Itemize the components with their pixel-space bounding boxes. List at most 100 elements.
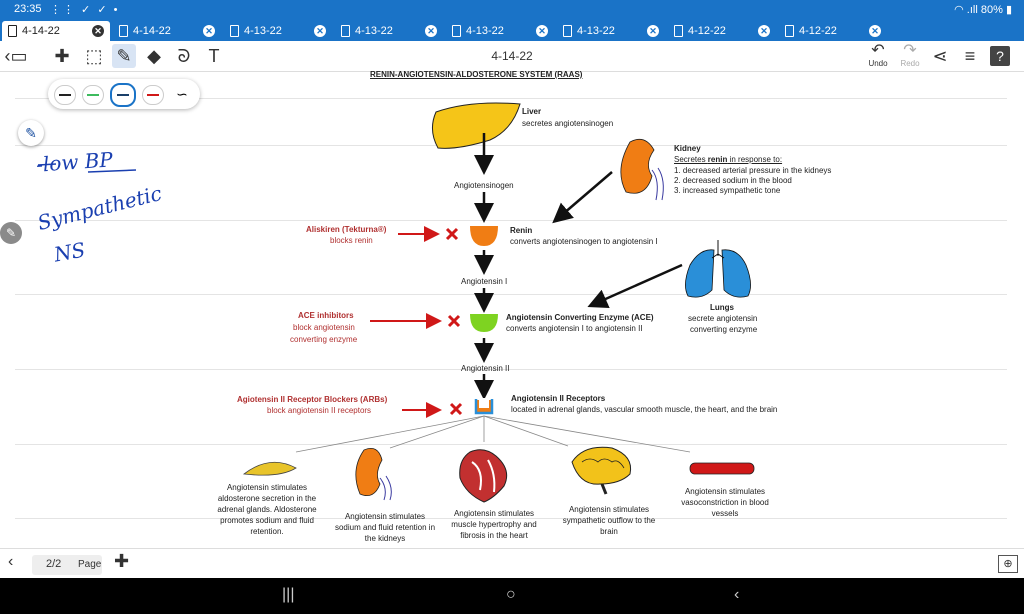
ace-inhibitors-line2: converting enzyme <box>290 335 358 344</box>
chevron-left-icon[interactable]: ‹ <box>8 553 14 570</box>
angiotensinogen-label: Angiotensinogen <box>454 181 514 190</box>
tab[interactable]: 4-14-22✕ <box>2 21 110 41</box>
effect-heart: Angiotensin stimulates muscle hypertroph… <box>451 509 537 540</box>
ruled-line <box>15 220 1007 221</box>
zoom-fit-icon[interactable]: ⊕ <box>998 555 1018 573</box>
redo-button[interactable]: ↷Redo <box>896 42 924 69</box>
aliskiren-title: Aliskiren (Tekturna®) <box>306 225 387 234</box>
ruled-line <box>15 145 1007 146</box>
close-icon[interactable]: ✕ <box>869 25 881 37</box>
handwriting-strokes <box>37 163 137 173</box>
back-icon[interactable]: ‹ <box>734 586 740 603</box>
brain-shape <box>571 446 632 485</box>
text-tool-icon[interactable]: T <box>208 46 220 66</box>
note-canvas[interactable] <box>0 72 1024 547</box>
renin-title: Renin <box>510 226 533 235</box>
effect-brain: Angiotensin stimulates sympathetic outfl… <box>562 505 656 536</box>
renin-text: converts angiotensinogen to angiotensin … <box>510 237 658 246</box>
liver-shape <box>432 102 521 149</box>
liver-title: Liver <box>522 107 542 116</box>
pen-swatch-red[interactable] <box>142 85 164 105</box>
ureter-lines <box>651 167 664 201</box>
recent-apps-icon[interactable]: ||| <box>282 586 295 603</box>
help-icon[interactable]: ? <box>990 46 1010 66</box>
toolbar: ‹▭ ✚ ⬚ ✎ ◆ ᘐ T 4-14-22 ↶Undo ↷Redo ⋖ ≡ ? <box>0 41 1024 72</box>
system-nav-bar: ||| ○ ‹ <box>0 578 1024 614</box>
wifi-signal-icon: ◠ .ıll <box>954 4 981 16</box>
notebook-icon <box>341 25 350 37</box>
notebook-icon <box>119 25 128 37</box>
notification-icons: ⋮⋮ ✓ ✓ • <box>50 4 120 16</box>
effect-adrenal: Angiotensin stimulates aldosterone secre… <box>217 483 317 536</box>
arrow <box>587 263 683 309</box>
tab[interactable]: 4-12-22✕ <box>668 21 776 41</box>
close-icon[interactable]: ✕ <box>536 25 548 37</box>
undo-icon: ↶ <box>871 42 885 59</box>
close-icon[interactable]: ✕ <box>425 25 437 37</box>
clock: 23:35 <box>14 3 42 15</box>
kidney-line4: 3. increased sympathetic tone <box>674 186 781 195</box>
tab[interactable]: 4-13-22✕ <box>557 21 665 41</box>
notebook-icon <box>230 25 239 37</box>
kidney-line1: Secretes renin in response to: <box>674 155 783 164</box>
notebook-icon <box>674 25 683 37</box>
ace-inhibitors-line1: block angiotensin <box>293 323 355 332</box>
kidney2-shape <box>355 447 383 497</box>
tab-bar: 4-14-22✕ 4-14-22✕ 4-13-22✕ 4-13-22✕ 4-13… <box>0 19 1024 41</box>
lungs-line2: converting enzyme <box>690 325 758 334</box>
arb-title: Agiotensin II Receptor Blockers (ARBs) <box>237 395 388 404</box>
ace-inhibitors-title: ACE inhibitors <box>298 311 354 320</box>
receptors-text: located in adrenal glands, vascular smoo… <box>511 405 778 414</box>
lungs-title: Lungs <box>710 303 734 312</box>
undo-button[interactable]: ↶Undo <box>864 42 892 69</box>
tab[interactable]: 4-13-22✕ <box>446 21 554 41</box>
page-navigation-bar: ‹ 2/2 Page ✚ ⊕ <box>0 548 1024 579</box>
tab[interactable]: 4-13-22✕ <box>224 21 332 41</box>
close-icon[interactable]: ✕ <box>647 25 659 37</box>
pen-settings-icon[interactable]: ✎ <box>18 120 44 146</box>
ruled-line <box>15 98 1007 99</box>
tab[interactable]: 4-14-22✕ <box>113 21 221 41</box>
menu-icon[interactable]: ≡ <box>964 46 976 66</box>
page-title: 4-14-22 <box>491 49 533 63</box>
eraser-icon[interactable]: ◆ <box>147 46 161 66</box>
pen-swatch-green[interactable] <box>82 85 104 105</box>
close-icon[interactable]: ✕ <box>314 25 326 37</box>
close-icon[interactable]: ✕ <box>92 25 104 37</box>
back-library-icon[interactable]: ‹▭ <box>4 46 28 66</box>
tab[interactable]: 4-13-22✕ <box>335 21 443 41</box>
effect-vessel: Angiotensin stimulates vasoconstriction … <box>681 487 769 518</box>
page-selector[interactable]: 2/2 Page <box>32 555 102 575</box>
receptors-title: Angiotensin II Receptors <box>511 394 606 403</box>
pen-icon[interactable]: ✎ <box>112 44 136 68</box>
side-pen-icon[interactable]: ✎ <box>0 222 22 244</box>
pen-swatch-darkblue[interactable] <box>110 83 136 107</box>
kidney-line2: 1. decreased arterial pressure in the ki… <box>674 166 832 175</box>
ace-shape <box>470 314 498 332</box>
home-icon[interactable]: ○ <box>506 586 516 603</box>
notebook-icon <box>8 25 17 37</box>
close-icon[interactable]: ✕ <box>758 25 770 37</box>
notebook-icon <box>785 25 794 37</box>
tab[interactable]: 4-12-22✕ <box>779 21 887 41</box>
add-icon[interactable]: ✚ <box>54 46 70 66</box>
aliskiren-text: blocks renin <box>330 236 373 245</box>
lasso-icon[interactable]: ᘐ <box>177 46 191 66</box>
status-bar: 23:35 ⋮⋮ ✓ ✓ • ◠ .ıll 80% ▮ <box>0 0 1024 19</box>
add-page-icon[interactable]: ✚ <box>114 551 130 571</box>
block-x-icons <box>445 227 463 416</box>
adrenal-shape <box>242 461 297 476</box>
ruled-line <box>15 518 1007 519</box>
ruled-line <box>15 294 1007 295</box>
share-icon[interactable]: ⋖ <box>932 46 948 66</box>
squiggle-icon[interactable]: ∽ <box>176 86 188 102</box>
close-icon[interactable]: ✕ <box>203 25 215 37</box>
lasso-select-icon[interactable]: ⬚ <box>85 46 103 66</box>
kidney-shape <box>620 138 655 194</box>
arrow <box>552 171 613 224</box>
lungs-line1: secrete angiotensin <box>688 314 758 323</box>
renin-shape <box>470 226 498 246</box>
pen-swatch-black[interactable] <box>54 85 76 105</box>
battery-icon: ▮ <box>1005 4 1012 16</box>
redo-icon: ↷ <box>903 42 917 59</box>
